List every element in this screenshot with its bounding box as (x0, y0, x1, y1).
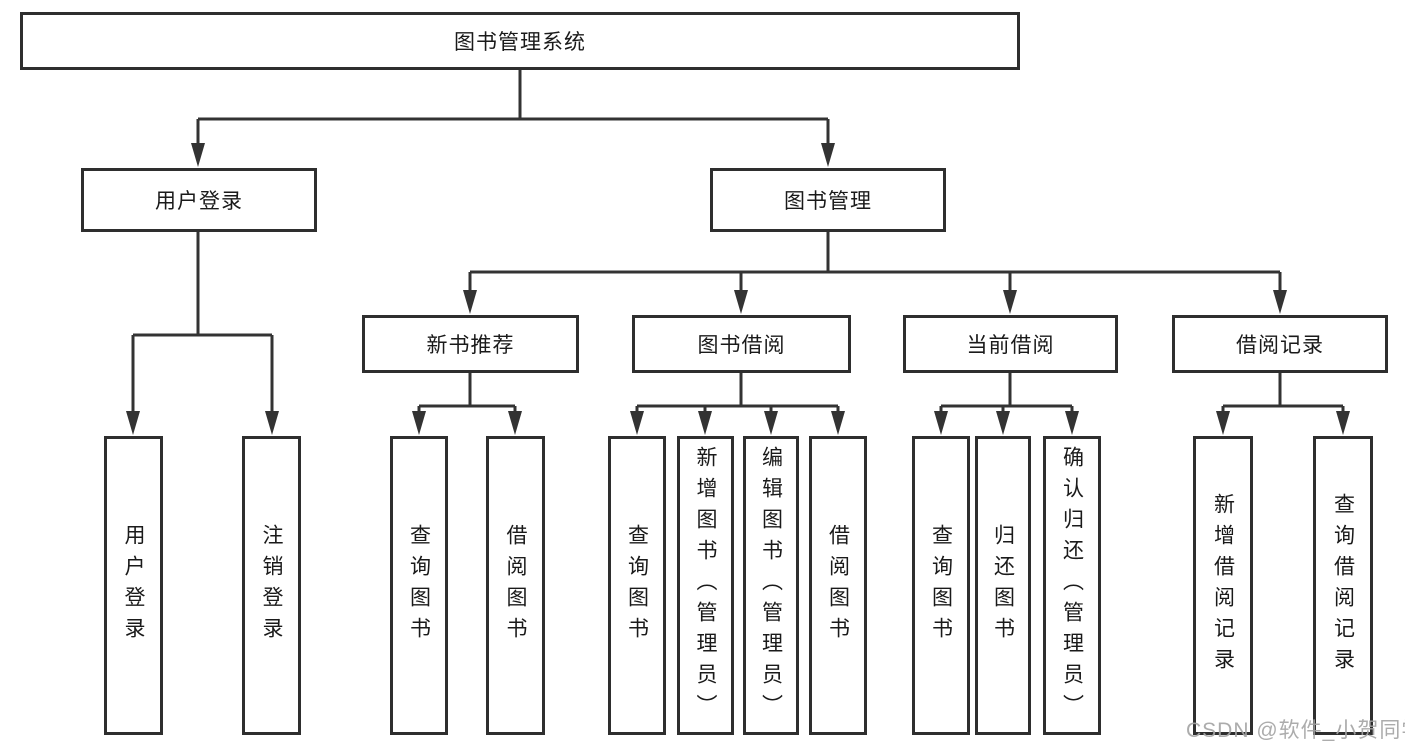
leaf-query-books-recommend: 查询图书 (390, 436, 448, 735)
leaf-user-login: 用户登录 (104, 436, 163, 735)
leaf-borrow-books-recommend-label: 借阅图书 (504, 523, 527, 648)
node-book-borrow-label: 图书借阅 (697, 334, 786, 357)
node-book-management: 图书管理 (710, 168, 946, 232)
leaf-logout: 注销登录 (242, 436, 301, 735)
leaf-return-books-label: 归还图书 (991, 523, 1015, 648)
arrowheads (126, 143, 1350, 435)
node-current-borrow: 当前借阅 (903, 315, 1118, 373)
root-node: 图书管理系统 (20, 12, 1020, 70)
leaf-query-borrow-record-label: 查询借阅记录 (1331, 492, 1355, 679)
node-user-login-label: 用户登录 (155, 190, 243, 213)
leaf-add-books-admin: 新增图书（管理员） (677, 436, 734, 735)
csdn-watermark: CSDN @软件_小贺同学 (1186, 719, 1405, 742)
leaf-edit-books-admin-label: 编辑图书（管理员） (759, 446, 783, 725)
leaf-query-books-borrow-label: 查询图书 (625, 523, 649, 648)
node-borrow-records-label: 借阅记录 (1236, 334, 1324, 357)
node-user-login: 用户登录 (81, 168, 317, 232)
leaf-borrow-books-label: 借阅图书 (826, 523, 850, 648)
leaf-user-login-label: 用户登录 (122, 523, 145, 648)
leaf-add-borrow-record: 新增借阅记录 (1193, 436, 1253, 735)
leaf-query-books-recommend-label: 查询图书 (407, 523, 431, 648)
node-book-borrow: 图书借阅 (632, 315, 851, 373)
leaf-query-books-current: 查询图书 (912, 436, 970, 735)
leaf-logout-label: 注销登录 (260, 523, 283, 648)
leaf-edit-books-admin: 编辑图书（管理员） (743, 436, 799, 735)
connector-paths (131, 70, 1345, 419)
leaf-return-books: 归还图书 (975, 436, 1031, 735)
leaf-add-books-admin-label: 新增图书（管理员） (694, 446, 717, 725)
node-new-book-recommend-label: 新书推荐 (426, 334, 515, 357)
root-node-label: 图书管理系统 (454, 31, 586, 54)
node-book-management-label: 图书管理 (784, 190, 872, 213)
node-borrow-records: 借阅记录 (1172, 315, 1388, 373)
leaf-confirm-return-admin: 确认归还（管理员） (1043, 436, 1101, 735)
leaf-borrow-books: 借阅图书 (809, 436, 867, 735)
leaf-add-borrow-record-label: 新增借阅记录 (1211, 492, 1235, 679)
node-current-borrow-label: 当前借阅 (966, 334, 1055, 357)
leaf-query-books-borrow: 查询图书 (608, 436, 666, 735)
leaf-query-borrow-record: 查询借阅记录 (1313, 436, 1373, 735)
leaf-borrow-books-recommend: 借阅图书 (486, 436, 545, 735)
leaf-confirm-return-admin-label: 确认归还（管理员） (1060, 446, 1084, 725)
node-new-book-recommend: 新书推荐 (362, 315, 579, 373)
leaf-query-books-current-label: 查询图书 (929, 523, 953, 648)
